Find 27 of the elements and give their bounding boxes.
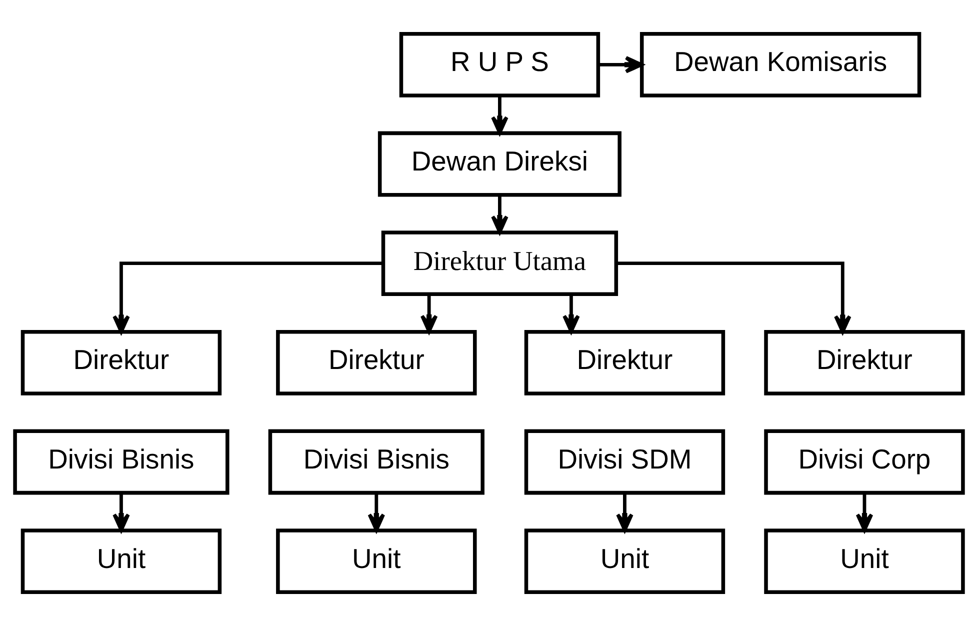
arrow xyxy=(420,294,438,333)
node-box: Unit xyxy=(524,528,726,594)
node-box: Direktur xyxy=(764,329,965,395)
node-box: Direktur xyxy=(524,329,726,395)
arrow xyxy=(491,95,508,134)
node-box: Direktur xyxy=(20,329,222,395)
node-box: Direktur xyxy=(276,329,477,395)
arrow xyxy=(562,294,580,333)
node-box: Unit xyxy=(20,528,222,594)
arrow xyxy=(112,492,130,532)
arrow xyxy=(368,492,386,532)
node-box: Direktur Utama xyxy=(381,230,618,296)
arrow xyxy=(616,261,852,333)
arrow xyxy=(616,492,634,532)
node-box: Divisi Bisnis xyxy=(13,428,230,494)
node-box: Unit xyxy=(764,528,965,594)
node-box: Dewan Direksi xyxy=(378,130,622,196)
arrow xyxy=(112,261,384,333)
arrow xyxy=(491,194,508,234)
node-box: Divisi Bisnis xyxy=(268,428,484,494)
arrow xyxy=(598,56,644,73)
arrow xyxy=(856,492,874,532)
node-box: Unit xyxy=(276,528,477,594)
node-box: Divisi Corp xyxy=(764,428,965,494)
node-box: R U P S xyxy=(399,31,600,97)
node-box: Dewan Komisaris xyxy=(640,31,922,97)
node-box: Divisi SDM xyxy=(524,428,726,494)
